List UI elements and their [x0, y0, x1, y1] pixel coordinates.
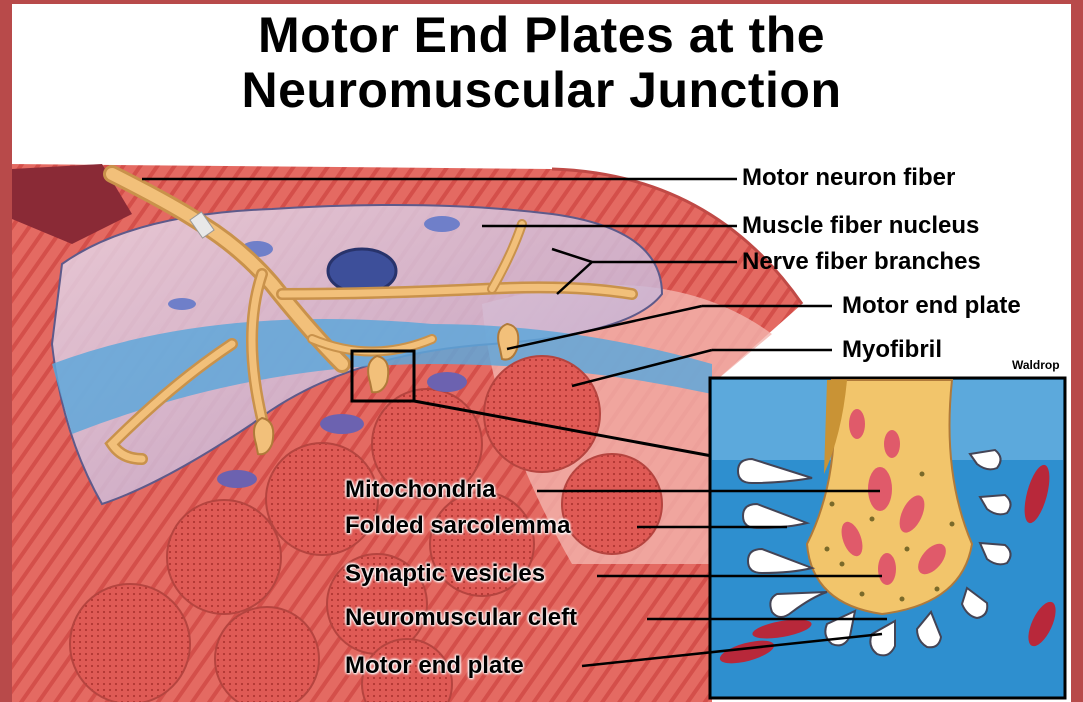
label-neuromuscular-cleft: Neuromuscular cleft	[345, 604, 577, 632]
label-motor-neuron-fiber: Motor neuron fiber	[742, 164, 955, 192]
title-line-1: Motor End Plates at the	[12, 8, 1071, 63]
label-nerve-fiber-branches: Nerve fiber branches	[742, 248, 981, 276]
label-motor-end-plate-top: Motor end plate	[842, 292, 1021, 320]
label-motor-end-plate-bottom: Motor end plate	[345, 652, 524, 680]
title-line-2: Neuromuscular Junction	[12, 63, 1071, 118]
label-myofibril: Myofibril	[842, 336, 942, 364]
label-synaptic-vesicles: Synaptic vesicles	[345, 560, 545, 588]
diagram-title: Motor End Plates at the Neuromuscular Ju…	[12, 8, 1071, 118]
artist-credit: Waldrop	[1012, 358, 1060, 372]
inset-panel	[710, 378, 1065, 698]
label-folded-sarcolemma: Folded sarcolemma	[345, 512, 570, 540]
muscle-fiber-nucleus	[328, 249, 396, 293]
diagram-frame: Motor End Plates at the Neuromuscular Ju…	[12, 4, 1071, 702]
label-mitochondria: Mitochondria	[345, 476, 496, 504]
label-muscle-fiber-nucleus: Muscle fiber nucleus	[742, 212, 979, 240]
